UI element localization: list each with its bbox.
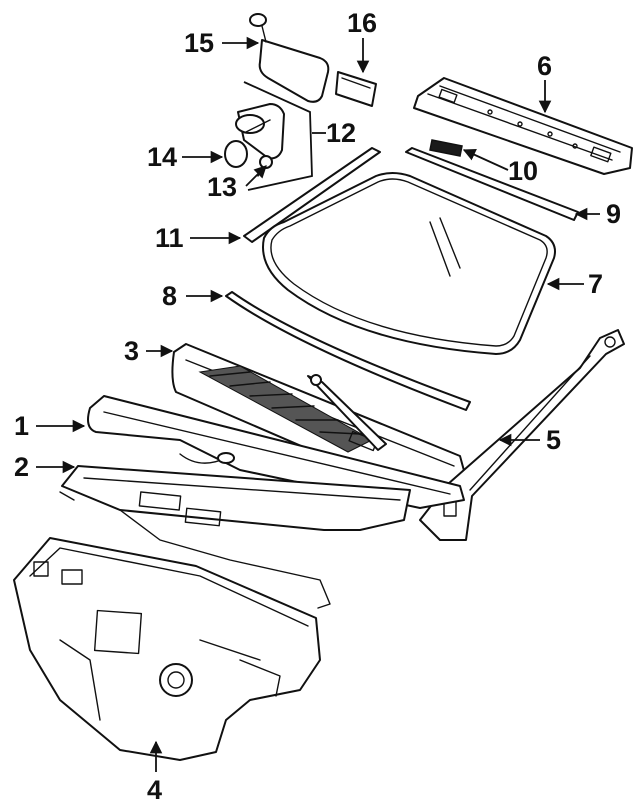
callout-9: 9 bbox=[606, 199, 621, 229]
part-14-clip bbox=[224, 140, 248, 168]
part-3-cowl-vent-panel bbox=[171, 343, 467, 485]
callout-7: 7 bbox=[588, 269, 603, 299]
part-16-visor-pad bbox=[335, 71, 377, 107]
callout-6: 6 bbox=[537, 51, 552, 81]
part-11-side-molding bbox=[243, 147, 381, 243]
part-2-cowl-reinforcement bbox=[59, 465, 411, 609]
part-6-roof-header bbox=[413, 77, 633, 175]
callout-11: 11 bbox=[155, 223, 184, 253]
part-1-upper-dash-panel bbox=[87, 395, 465, 509]
callout-15: 15 bbox=[184, 28, 214, 58]
callout-5: 5 bbox=[546, 425, 561, 455]
part-15-sun-visor bbox=[249, 13, 330, 103]
callout-13: 13 bbox=[207, 172, 237, 202]
callout-2: 2 bbox=[14, 452, 29, 482]
callout-labels: 15 16 6 14 13 12 10 9 11 7 8 3 1 2 5 4 bbox=[14, 8, 621, 805]
callout-1: 1 bbox=[14, 411, 29, 441]
part-10-plate bbox=[429, 139, 463, 157]
part-5-a-pillar bbox=[419, 329, 625, 541]
callout-8: 8 bbox=[162, 281, 177, 311]
callout-16: 16 bbox=[347, 8, 377, 38]
callout-3: 3 bbox=[124, 336, 139, 366]
callout-4: 4 bbox=[147, 775, 162, 805]
leader-lines bbox=[36, 36, 600, 772]
callout-14: 14 bbox=[147, 142, 177, 172]
callout-12: 12 bbox=[326, 118, 356, 148]
part-8-lower-molding bbox=[225, 291, 471, 411]
wiper-arm bbox=[307, 374, 387, 451]
part-12-mirror-assembly bbox=[235, 81, 313, 191]
callout-10: 10 bbox=[508, 156, 538, 186]
part-4-firewall bbox=[13, 537, 321, 761]
part-7-windshield bbox=[262, 172, 556, 355]
